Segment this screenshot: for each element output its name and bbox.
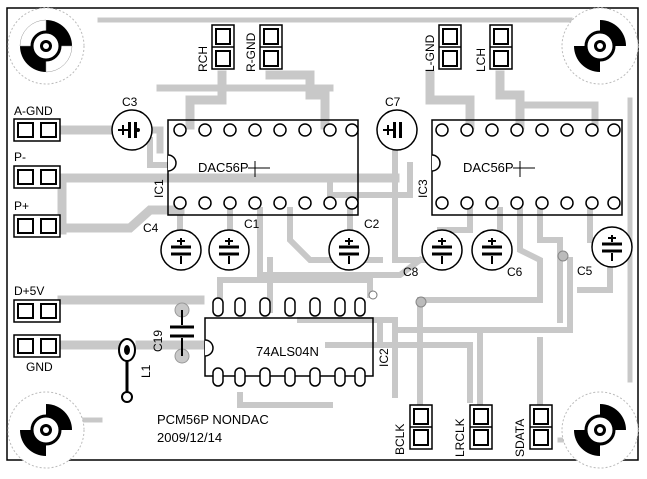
capacitor-c2 — [328, 229, 370, 271]
connector-lch — [489, 24, 513, 70]
ic1-pins-top — [173, 123, 359, 137]
capacitors — [111, 109, 633, 271]
capacitor-c8 — [421, 229, 463, 271]
board-outline — [6, 7, 639, 461]
connector-d-5v — [13, 299, 61, 323]
label-gnd: GND — [26, 360, 53, 374]
ic1-pins-bottom — [173, 196, 359, 210]
mounting-holes — [7, 7, 639, 469]
label-l-gnd: L-GND — [423, 34, 437, 72]
silkscreen-labels: RCH R-GND L-GND LCH A-GND P- P+ D+5V GND… — [14, 32, 593, 457]
mounting-hole-bottom-left — [7, 391, 85, 469]
connector-bclk — [409, 404, 433, 450]
label-l1: L1 — [139, 364, 153, 378]
connector-l-gnd — [438, 24, 462, 70]
ic3-part-label: DAC56P — [463, 160, 514, 175]
mounting-hole-top-right — [561, 7, 639, 85]
capacitor-c3 — [111, 109, 153, 151]
label-c7: C7 — [385, 95, 401, 109]
label-lrclk: LRCLK — [453, 418, 467, 457]
ic1-ref-label: IC1 — [152, 179, 166, 198]
connector-p-minus — [13, 165, 61, 189]
ic3-ref-label: IC3 — [416, 179, 430, 198]
label-c19: C19 — [151, 330, 165, 352]
ic1-footprint: DAC56P IC1 — [152, 119, 359, 216]
ic3-footprint: DAC56P IC3 — [416, 119, 623, 216]
label-c1: C1 — [244, 217, 260, 231]
capacitor-c7 — [376, 109, 418, 151]
connector-lrclk — [469, 404, 493, 450]
label-c5: C5 — [577, 264, 593, 278]
ic1-part-label: DAC56P — [198, 160, 249, 175]
ic2-footprint: 74ALS04N IC2 — [204, 297, 391, 387]
label-c4: C4 — [143, 221, 159, 235]
label-p-plus: P+ — [14, 199, 29, 213]
label-c8: C8 — [403, 265, 419, 279]
mounting-hole-bottom-right — [561, 391, 639, 469]
connector-sdata — [529, 404, 553, 450]
label-rch: RCH — [196, 46, 210, 72]
label-c6: C6 — [507, 265, 523, 279]
ic2-ref-label: IC2 — [377, 348, 391, 367]
label-lch: LCH — [474, 48, 488, 72]
label-d-5v: D+5V — [14, 284, 44, 298]
capacitor-c1 — [208, 229, 250, 271]
connector-r-gnd — [259, 24, 283, 70]
connector-p-plus — [13, 214, 61, 238]
board-date: 2009/12/14 — [157, 430, 222, 445]
connector-rch — [211, 24, 235, 70]
capacitor-c19 — [170, 302, 194, 364]
ic2-part-label: 74ALS04N — [256, 344, 319, 359]
label-p-minus: P- — [14, 150, 26, 164]
ic2-pins-top — [212, 297, 366, 317]
connector-a-gnd — [13, 118, 61, 142]
label-r-gnd: R-GND — [244, 32, 258, 72]
ic3-pins-bottom — [435, 196, 621, 210]
mounting-hole-top-left — [7, 7, 85, 85]
capacitor-c5 — [591, 226, 633, 268]
inductor-l1 — [118, 338, 136, 403]
label-a-gnd: A-GND — [14, 104, 53, 118]
ic3-pins-top — [435, 123, 621, 137]
connector-gnd — [13, 334, 61, 358]
ic2-pins-bottom — [212, 367, 366, 387]
label-sdata: SDATA — [513, 419, 527, 457]
vias — [368, 250, 569, 308]
label-c3: C3 — [122, 95, 138, 109]
label-bclk: BCLK — [393, 424, 407, 455]
label-c2: C2 — [364, 217, 380, 231]
board-title: PCM56P NONDAC — [157, 412, 269, 427]
capacitor-c4 — [160, 229, 202, 271]
capacitor-c6 — [471, 229, 513, 271]
